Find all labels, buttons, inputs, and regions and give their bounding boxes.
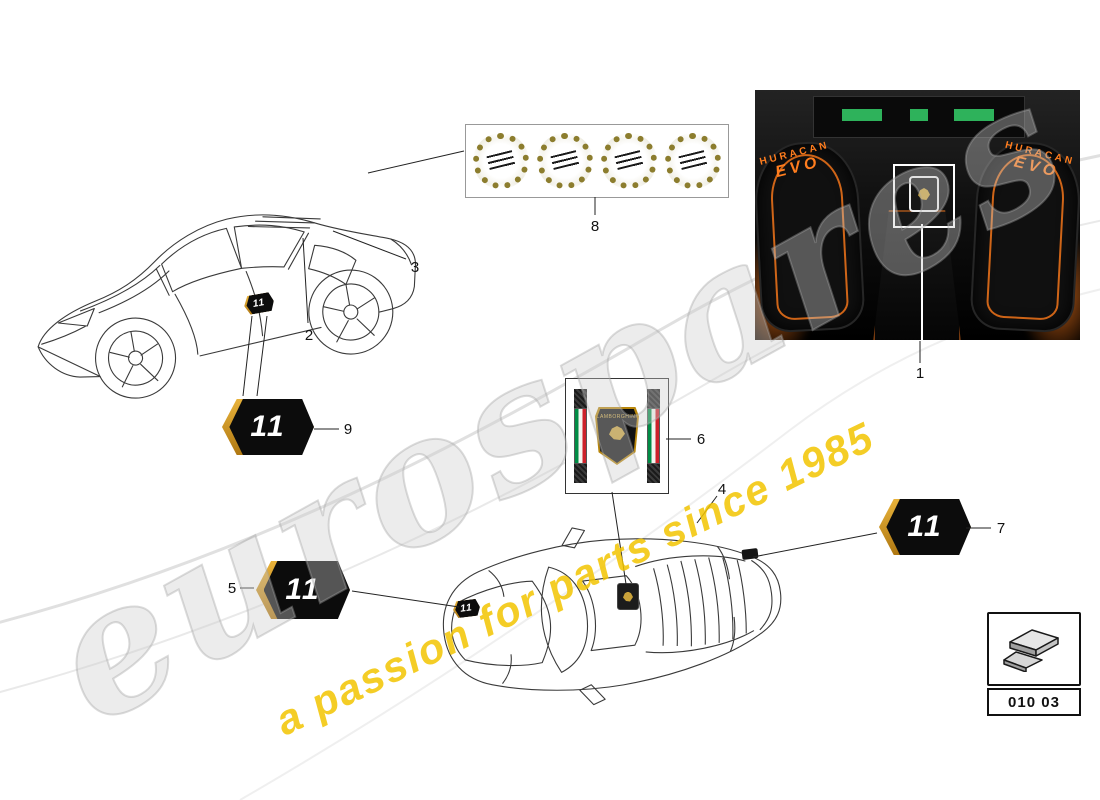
callout-5[interactable]: 5: [227, 580, 237, 597]
badge-number: 11: [285, 573, 321, 606]
callout-2[interactable]: 2: [304, 327, 314, 344]
fender-badge[interactable]: [741, 548, 759, 560]
callout-6[interactable]: 6: [696, 431, 706, 448]
lamborghini-crest-icon: LAMBORGHINI: [595, 407, 639, 465]
car-side-view: [0, 71, 458, 439]
badge-number: 11: [250, 410, 286, 443]
badge-number: 11: [459, 602, 474, 615]
callout-3[interactable]: 3: [410, 259, 420, 276]
diagram-code-text: 010 03: [1008, 693, 1060, 711]
interior-photo[interactable]: HURACAN EVO HURACAN EVO: [755, 90, 1080, 340]
part-highlight-box: [893, 164, 955, 228]
callout-4[interactable]: 4: [717, 481, 727, 498]
laurel-wreath-icon: [537, 133, 593, 189]
number-11-badge-5[interactable]: 11: [256, 561, 350, 619]
laurel-wreath-icon: [665, 133, 721, 189]
badge-body: [229, 399, 314, 455]
diagram-code: 010 03: [987, 688, 1081, 716]
crest-brand-text: LAMBORGHINI: [596, 414, 638, 420]
wreath-decal-set[interactable]: [465, 124, 729, 198]
car-side-view-drawing: [37, 214, 417, 399]
carbon-end: [647, 389, 660, 408]
badge-body: [886, 499, 971, 555]
decal-sheet-icon: [1003, 629, 1059, 672]
callout-8[interactable]: 8: [590, 218, 600, 235]
hood-number-badge[interactable]: 11: [452, 598, 481, 618]
console-crest-badge: [909, 176, 939, 212]
badge-body: [263, 561, 350, 619]
car-top-view-drawing: [442, 527, 782, 706]
badge-number: 11: [907, 510, 943, 543]
number-11-badge-7[interactable]: 11: [879, 499, 971, 555]
wreath-script: [550, 150, 580, 172]
italian-flag-strip: [647, 389, 660, 483]
carbon-end: [574, 389, 587, 408]
number-11-badge-9[interactable]: 11: [222, 399, 314, 455]
callout-1[interactable]: 1: [915, 365, 925, 382]
green-display: [842, 109, 882, 121]
deck-crest-badge[interactable]: [617, 583, 639, 610]
carbon-end: [574, 464, 587, 483]
wreath-script: [486, 150, 516, 172]
crest-decal-set[interactable]: LAMBORGHINI: [565, 378, 669, 494]
bull-icon: [609, 426, 625, 440]
center-console: [873, 210, 961, 340]
callout-7[interactable]: 7: [996, 520, 1006, 537]
laurel-wreath-icon: [473, 133, 529, 189]
decal-part-icon-box[interactable]: [987, 612, 1081, 686]
green-display: [954, 109, 994, 121]
bull-icon: [918, 188, 930, 200]
carbon-end: [647, 464, 660, 483]
callout-9[interactable]: 9: [343, 421, 353, 438]
bull-icon: [623, 591, 633, 602]
wreath-script: [678, 150, 708, 172]
car-top-view: [412, 476, 808, 754]
green-display: [910, 109, 928, 121]
laurel-wreath-icon: [601, 133, 657, 189]
tricolor-band: [574, 407, 587, 465]
highlight-leader-line: [921, 224, 923, 340]
crest-inner: LAMBORGHINI: [597, 409, 637, 463]
italian-flag-strip: [574, 389, 587, 483]
wreath-script: [614, 150, 644, 172]
tricolor-band: [647, 407, 660, 465]
engine-window: [813, 96, 1025, 138]
